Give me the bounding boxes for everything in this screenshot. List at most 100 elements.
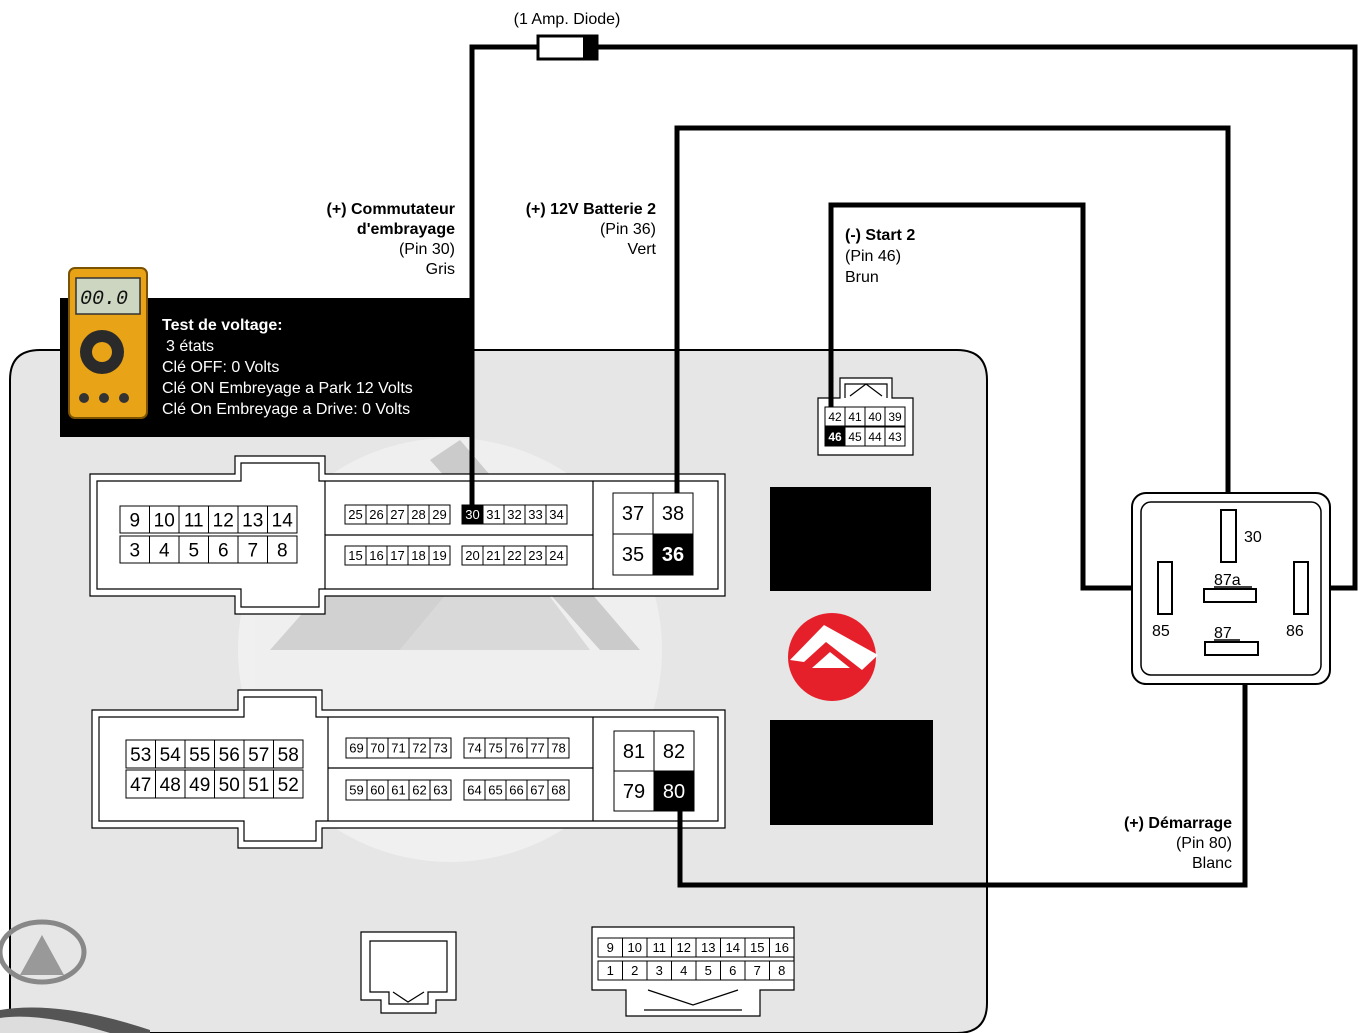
pin-label: 61 xyxy=(391,783,405,798)
pin-label: 78 xyxy=(551,741,565,756)
pin-label: 53 xyxy=(130,745,151,766)
pin-label: 15 xyxy=(348,548,362,563)
pin-cell xyxy=(267,505,298,534)
pin-cell xyxy=(267,535,298,564)
pin-label: 6 xyxy=(729,963,736,978)
pin-label: 26 xyxy=(369,507,383,522)
pin-label: 58 xyxy=(278,745,299,766)
pin-cell xyxy=(125,769,156,799)
pin-label: 32 xyxy=(507,507,521,522)
voltage-test-line-1: 3 états xyxy=(166,338,214,355)
pin-label: 73 xyxy=(433,741,447,756)
pin-cell xyxy=(155,769,186,799)
pin-cell xyxy=(273,739,304,769)
wires xyxy=(469,44,1358,888)
pin-label: 10 xyxy=(154,510,175,531)
pin-label: 81 xyxy=(623,741,645,763)
pin-label: 51 xyxy=(248,775,269,796)
pin-label: 7 xyxy=(247,540,258,561)
connector-bottom-left xyxy=(360,931,457,1014)
pin-label: 1 xyxy=(607,963,614,978)
pin-label: 7 xyxy=(754,963,761,978)
pin-label: 77 xyxy=(530,741,544,756)
pin-label: 76 xyxy=(509,741,523,756)
pin-label: 36 xyxy=(662,544,684,566)
pin-cell xyxy=(547,737,570,759)
pin-cell xyxy=(545,504,568,525)
pin-label: 38 xyxy=(662,503,684,525)
pin-label: 31 xyxy=(486,507,500,522)
pin-cell xyxy=(653,730,695,772)
pin-label: 20 xyxy=(465,548,479,563)
pin-label: 2 xyxy=(631,963,638,978)
pin-label: 16 xyxy=(775,940,789,955)
pin-cell xyxy=(428,504,451,525)
pin-cell xyxy=(428,545,451,566)
voltage-test-title: Test de voltage: xyxy=(162,317,283,334)
black-block-top xyxy=(770,487,931,591)
pin46-title: (-) Start 2 xyxy=(845,227,915,244)
pin-label: 82 xyxy=(663,741,685,763)
pin-label: 12 xyxy=(677,940,691,955)
pin-label: 8 xyxy=(778,963,785,978)
pin-label: 69 xyxy=(349,741,363,756)
pin-cell xyxy=(184,769,215,799)
pin-label: 79 xyxy=(623,781,645,803)
pin-label: 21 xyxy=(486,548,500,563)
pin-label: 65 xyxy=(488,783,502,798)
pin-label: 35 xyxy=(622,544,644,566)
pin-label: 14 xyxy=(726,940,740,955)
pin-label: 27 xyxy=(390,507,404,522)
pin-cell xyxy=(237,505,268,534)
pin-label: 50 xyxy=(219,775,240,796)
pin-cell xyxy=(214,769,245,799)
pin-label: 19 xyxy=(432,548,446,563)
pin-cell xyxy=(208,535,239,564)
pin-label: 75 xyxy=(488,741,502,756)
pin-label: 55 xyxy=(189,745,210,766)
pin-label: 11 xyxy=(184,510,204,531)
pin-label: 64 xyxy=(467,783,481,798)
voltage-test-line-2: Clé OFF: 0 Volts xyxy=(162,359,279,376)
pin46-color: Brun xyxy=(845,269,879,286)
pin-label: 17 xyxy=(390,548,404,563)
pin-label: 5 xyxy=(188,540,199,561)
diode-label: (1 Amp. Diode) xyxy=(514,11,621,28)
relay-pin-30: 30 xyxy=(1244,529,1262,546)
pin36-title: (+) 12V Batterie 2 xyxy=(526,201,656,218)
pin-label: 30 xyxy=(465,507,479,522)
pin-label: 34 xyxy=(549,507,563,522)
pin-label: 47 xyxy=(130,775,151,796)
pin-cell xyxy=(119,535,150,564)
pin-cell xyxy=(119,505,150,534)
pin-cell xyxy=(884,406,906,427)
pin-label: 56 xyxy=(219,745,240,766)
pin30-pin: (Pin 30) xyxy=(399,241,455,258)
pin-label: 3 xyxy=(656,963,663,978)
pin80-color: Blanc xyxy=(1192,855,1232,872)
pin-label: 62 xyxy=(412,783,426,798)
multimeter-display: 00.0 xyxy=(80,288,128,311)
relay: 30 87a 85 87 86 xyxy=(1131,492,1331,685)
pin36-color: Vert xyxy=(628,241,657,258)
pin-label: 42 xyxy=(828,410,842,424)
connector-2-housing xyxy=(91,689,726,849)
pin-label: 57 xyxy=(248,745,269,766)
pin-label: 14 xyxy=(272,510,294,531)
pin36-pin: (Pin 36) xyxy=(600,221,656,238)
voltage-test-line-3: Clé ON Embreyage a Park 12 Volts xyxy=(162,380,413,397)
pin-label: 11 xyxy=(653,940,667,955)
wire-pin30-relay86 xyxy=(595,44,1358,591)
pin80-title: (+) Démarrage xyxy=(1124,815,1232,832)
pin-cell xyxy=(769,960,795,981)
pin-label: 15 xyxy=(750,940,764,955)
pin-cell xyxy=(184,739,215,769)
pin-cell xyxy=(208,505,239,534)
pin-cell xyxy=(178,505,209,534)
pin-label: 59 xyxy=(349,783,363,798)
pin-cell xyxy=(884,426,906,447)
pin-cell xyxy=(149,505,180,534)
pin-label: 74 xyxy=(467,741,481,756)
wire-pin36 xyxy=(674,125,1231,555)
